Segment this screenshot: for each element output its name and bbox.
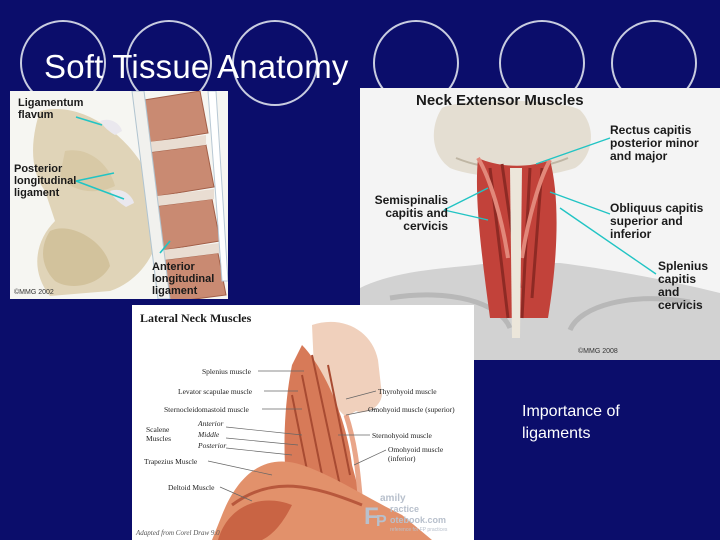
label-semispinalis: Semispinalis capitis and cervicis — [374, 193, 448, 233]
watermark-letter-f: F — [364, 503, 379, 530]
label-rectus-capitis: Rectus capitis posterior minor and major — [610, 123, 699, 163]
label-trapezius: Trapezius Muscle — [144, 457, 198, 466]
label-splenius: Splenius capitis and cervicis — [658, 259, 709, 312]
neck-figure-heading: Neck Extensor Muscles — [416, 92, 584, 109]
slide-title: Soft Tissue Anatomy — [44, 48, 349, 85]
label-obliquus-capitis: Obliquus capitis superior and inferior — [610, 201, 704, 241]
watermark-letter-p: P — [376, 513, 387, 530]
copyright-text: ©MMG 2008 — [578, 348, 618, 355]
ring — [232, 20, 318, 106]
neck-illustration — [360, 100, 720, 360]
label-anterior-longitudinal-ligament: Anterior longitudinal ligament — [152, 261, 215, 297]
label-sternohyoid: Sternohyoid muscle — [372, 431, 432, 440]
label-deltoid: Deltoid Muscle — [168, 483, 215, 492]
watermark-amily: amily — [380, 493, 406, 504]
spine-ligament-figure: Ligamentum flavum Posterior longitudinal… — [10, 91, 228, 299]
credit-text: Adapted from Corel Draw 9.0 — [136, 529, 220, 537]
label-sternocleidomastoid: Sternocleidomastoid muscle — [164, 405, 249, 414]
slide-note: Importance of ligaments — [522, 403, 620, 442]
lateral-neck-figure: Lateral Neck Muscles Splenius muscle Lev… — [132, 305, 474, 540]
watermark-otebook: otebook.com — [390, 515, 447, 525]
watermark-ractice: ractice — [390, 504, 420, 514]
label-levator-scapulae: Levator scapulae muscle — [178, 387, 253, 396]
spine-illustration — [33, 91, 228, 299]
fp-notebook-watermark: F P amily ractice otebook.com reference … — [364, 491, 472, 539]
label-scalene-muscles: Scalene Muscles — [146, 425, 171, 443]
label-ligamentum-flavum: Ligamentum flavum — [18, 97, 84, 121]
watermark-subtext: reference for FP practices — [390, 527, 448, 533]
label-omohyoid-superior: Omohyoid muscle (superior) — [368, 405, 455, 414]
lateral-neck-illustration — [207, 321, 432, 540]
copyright-text: ©MMG 2002 — [14, 289, 54, 296]
label-splenius-muscle: Splenius muscle — [202, 367, 251, 376]
label-thyrohyoid: Thyrohyoid muscle — [378, 387, 437, 396]
label-scalene-anterior: Anterior — [198, 419, 224, 428]
label-posterior-longitudinal-ligament: Posterior longitudinal ligament — [14, 163, 77, 199]
lateral-figure-heading: Lateral Neck Muscles — [140, 311, 252, 325]
label-scalene-middle: Middle — [198, 430, 220, 439]
label-omohyoid-inferior: Omohyoid muscle (inferior) — [388, 445, 444, 463]
label-scalene-posterior: Posterior — [198, 441, 227, 450]
